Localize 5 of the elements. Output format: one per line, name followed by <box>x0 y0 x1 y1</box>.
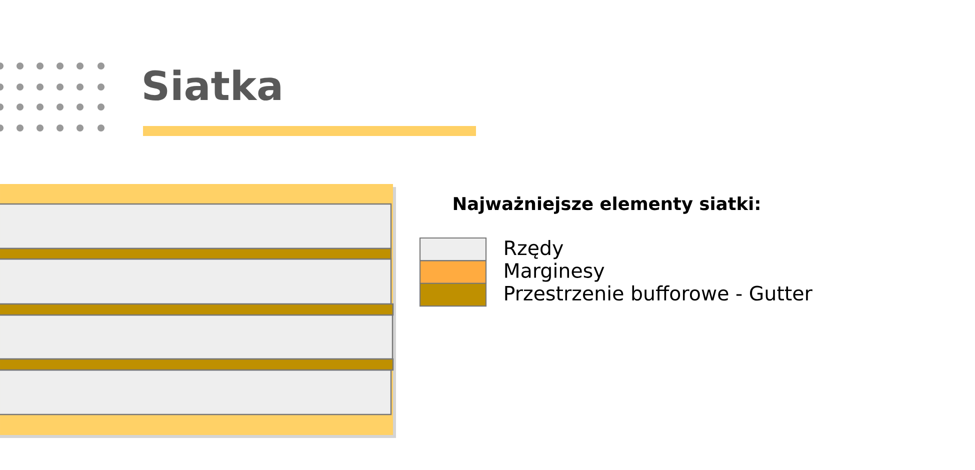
legend-label: Przestrzenie bufforowe - Gutter <box>505 285 812 301</box>
legend-label: Rzędy <box>505 240 564 260</box>
legend-label: Marginesy <box>505 262 604 282</box>
title: Siatka <box>144 70 280 101</box>
legend-heading: Najważniejsze elementy siatki: <box>454 196 760 214</box>
